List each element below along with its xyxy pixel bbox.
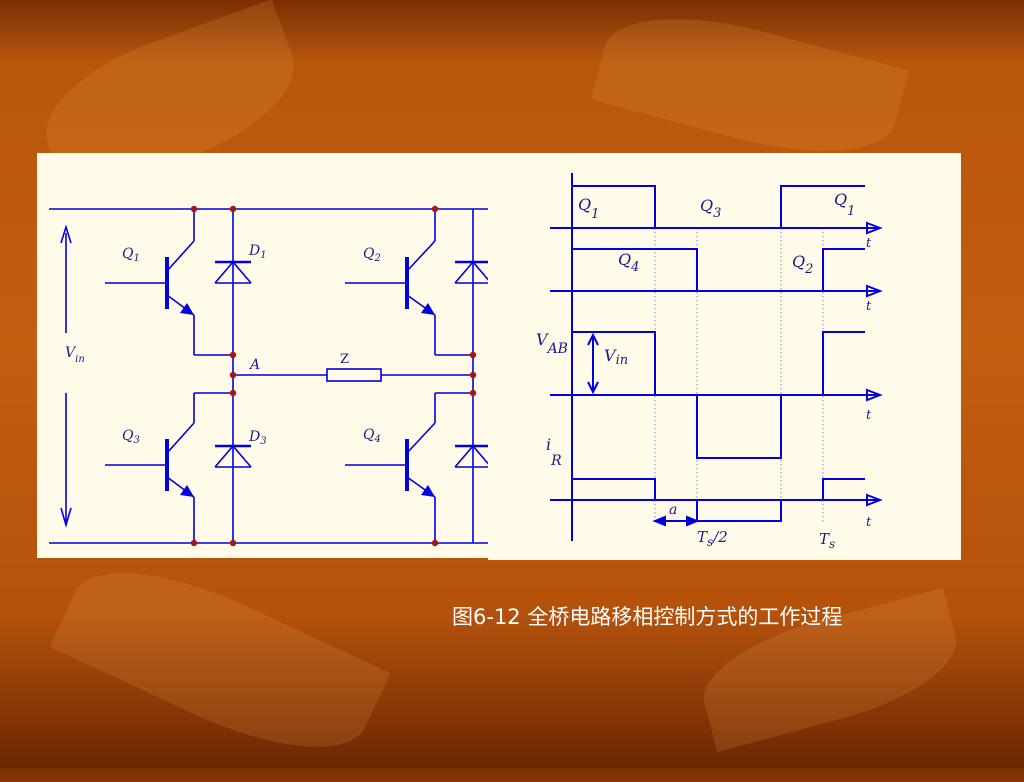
- waveform-vab-label: VAB: [536, 330, 568, 357]
- q4-emitter-arrow: [421, 485, 435, 497]
- time-axis-label-1: t: [866, 236, 872, 251]
- q4-label: Q4: [363, 427, 381, 445]
- waveform-panel: Q1 Q3 Q1 Q4 Q2 VAB Vin iR t t t t a Ts/2…: [488, 153, 961, 560]
- waveform-vin-label: Vin: [604, 346, 628, 368]
- phase-shift-waveforms: Q1 Q3 Q1 Q4 Q2 VAB Vin iR t t t t a Ts/2…: [536, 173, 883, 551]
- d3-label: D3: [248, 429, 267, 447]
- full-bridge-circuit: Q1 D1 Q2 D Q3 D3 Q4 D Vin A B Z: [49, 205, 497, 547]
- phase-shift-alpha-label: a: [669, 502, 677, 518]
- waveform-q3-label: Q3: [700, 196, 721, 221]
- waveform-q2-label: Q2: [792, 252, 813, 277]
- d1-label: D1: [248, 243, 267, 261]
- q3-emitter-arrow: [180, 485, 194, 497]
- time-axis-label-4: t: [866, 515, 872, 530]
- q2-emitter-arrow: [421, 303, 435, 315]
- period-label: Ts: [819, 530, 835, 551]
- half-period-label: Ts/2: [697, 528, 728, 549]
- waveform-q4-label: Q4: [618, 250, 639, 275]
- vin-label: Vin: [65, 345, 85, 365]
- time-axis-label-2: t: [866, 299, 872, 314]
- waveform-q1-right-label: Q1: [834, 190, 855, 219]
- q1-emitter-arrow: [180, 303, 194, 315]
- node-a-label: A: [248, 357, 260, 373]
- q2-label: Q2: [363, 246, 381, 264]
- background-leaf: [590, 0, 910, 177]
- time-axis-label-3: t: [866, 408, 872, 423]
- circuit-panel: Q1 D1 Q2 D Q3 D3 Q4 D Vin A B Z: [37, 153, 497, 558]
- waveform-q1-left-label: Q1: [578, 195, 599, 222]
- background-leaf: [49, 538, 391, 782]
- q3-label: Q3: [122, 428, 140, 446]
- q1-label: Q1: [122, 246, 140, 264]
- figure-caption: 图6-12 全桥电路移相控制方式的工作过程: [452, 605, 843, 629]
- z-label: Z: [340, 352, 349, 367]
- waveform-ir-label: iR: [546, 435, 562, 469]
